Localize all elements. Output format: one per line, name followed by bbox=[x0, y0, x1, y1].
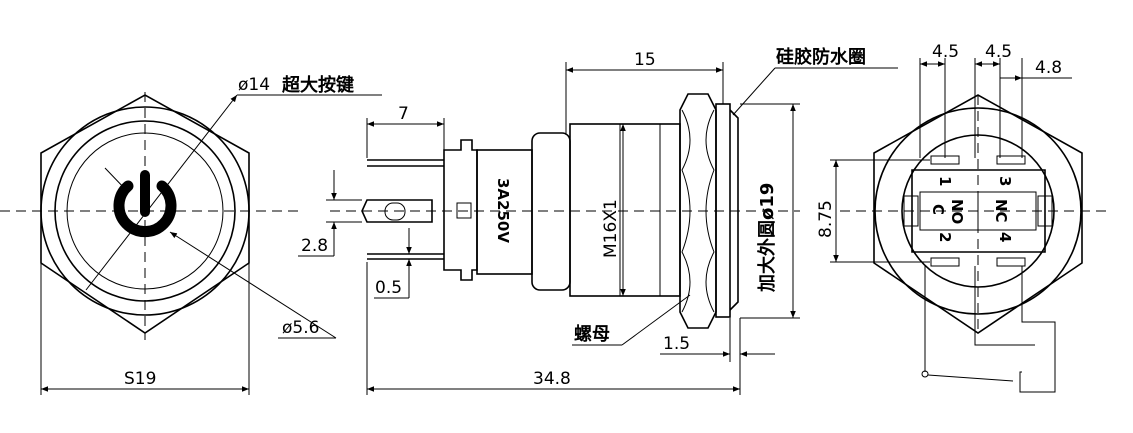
power-icon bbox=[113, 170, 177, 238]
back-view: 1 3 2 4 NO C NC 4.5 4.5 4.8 8.75 bbox=[816, 42, 1110, 393]
front-view: ø14 超大按键 ø5.6 S19 bbox=[0, 74, 382, 395]
dim-1-5-label: 1.5 bbox=[663, 334, 690, 354]
dim-0-5-label: 0.5 bbox=[375, 278, 402, 298]
dia5-6-label: ø5.6 bbox=[282, 318, 319, 338]
pin-1-label: 1 bbox=[936, 176, 954, 186]
pin-3-label: 3 bbox=[996, 176, 1014, 186]
no-label: NO bbox=[948, 199, 966, 224]
side-view: 3A250V M16X1 7 15 硅胶防水圈 加大外圆ø19 bbox=[298, 46, 898, 395]
nc-label: NC bbox=[992, 199, 1010, 223]
c-label: C bbox=[929, 204, 947, 215]
rating-label: 3A250V bbox=[494, 178, 512, 243]
dim-15-label: 15 bbox=[634, 50, 656, 70]
thread-label: M16X1 bbox=[601, 199, 621, 258]
pin-4-label: 4 bbox=[996, 232, 1014, 242]
big-button-label: 超大按键 bbox=[282, 74, 354, 96]
dim-7-label: 7 bbox=[398, 104, 409, 124]
enlarged-ring-label: 加大外圆ø19 bbox=[756, 183, 778, 293]
nut-label: 螺母 bbox=[574, 324, 610, 345]
dim-4-8-label: 4.8 bbox=[1035, 58, 1062, 78]
dim-2-8-label: 2.8 bbox=[301, 236, 328, 256]
s19-label: S19 bbox=[124, 369, 156, 389]
dim-34-8-label: 34.8 bbox=[533, 369, 571, 389]
pin-2-label: 2 bbox=[936, 232, 954, 242]
silicone-ring-label: 硅胶防水圈 bbox=[776, 46, 866, 68]
dim-4-5-a-label: 4.5 bbox=[932, 42, 959, 62]
dim-8-75-label: 8.75 bbox=[816, 200, 836, 238]
dim-4-5-b-label: 4.5 bbox=[985, 42, 1012, 62]
dia14-label: ø14 bbox=[238, 75, 270, 95]
